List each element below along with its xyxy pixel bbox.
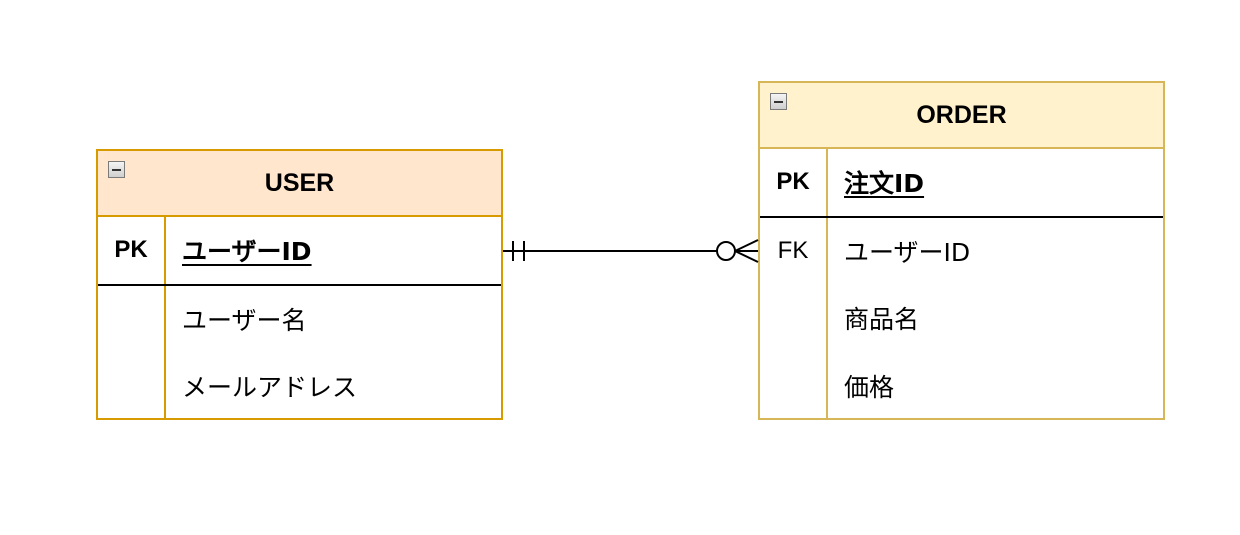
field-cell: ユーザー名 xyxy=(182,306,307,335)
table-row[interactable]: メールアドレス xyxy=(98,353,501,419)
entity-order[interactable]: ORDER PK 注文ID FK ユーザーID 商品名 価格 xyxy=(758,81,1165,420)
primary-key-divider xyxy=(98,284,501,286)
entity-user[interactable]: USER PK ユーザーID ユーザー名 メールアドレス xyxy=(96,149,503,420)
many-marker-crowfoot xyxy=(734,250,759,263)
table-row[interactable]: FK ユーザーID xyxy=(760,218,1163,284)
primary-key-divider xyxy=(760,216,1163,218)
entity-order-title: ORDER xyxy=(916,100,1007,129)
collapse-icon[interactable] xyxy=(770,93,787,110)
field-cell: ユーザーID xyxy=(182,237,312,266)
table-row[interactable]: ユーザー名 xyxy=(98,286,501,352)
table-row[interactable]: PK ユーザーID xyxy=(98,217,501,283)
entity-order-header[interactable]: ORDER xyxy=(760,83,1163,149)
zero-marker-circle xyxy=(716,241,736,261)
field-cell: ユーザーID xyxy=(844,238,971,267)
many-marker-crowfoot xyxy=(734,239,759,252)
table-row[interactable]: 商品名 xyxy=(760,285,1163,351)
key-cell: FK xyxy=(777,237,809,264)
key-cell: PK xyxy=(114,236,148,263)
key-column-divider xyxy=(164,217,166,418)
entity-user-header[interactable]: USER xyxy=(98,151,501,217)
field-cell: 商品名 xyxy=(844,305,920,334)
table-row[interactable]: 価格 xyxy=(760,353,1163,419)
key-cell: PK xyxy=(776,168,810,195)
collapse-icon[interactable] xyxy=(108,161,125,178)
field-cell: 価格 xyxy=(844,373,895,402)
entity-user-title: USER xyxy=(264,168,335,197)
field-cell: 注文ID xyxy=(844,169,925,198)
table-row[interactable]: PK 注文ID xyxy=(760,149,1163,215)
field-cell: メールアドレス xyxy=(182,373,358,402)
key-column-divider xyxy=(826,149,828,418)
